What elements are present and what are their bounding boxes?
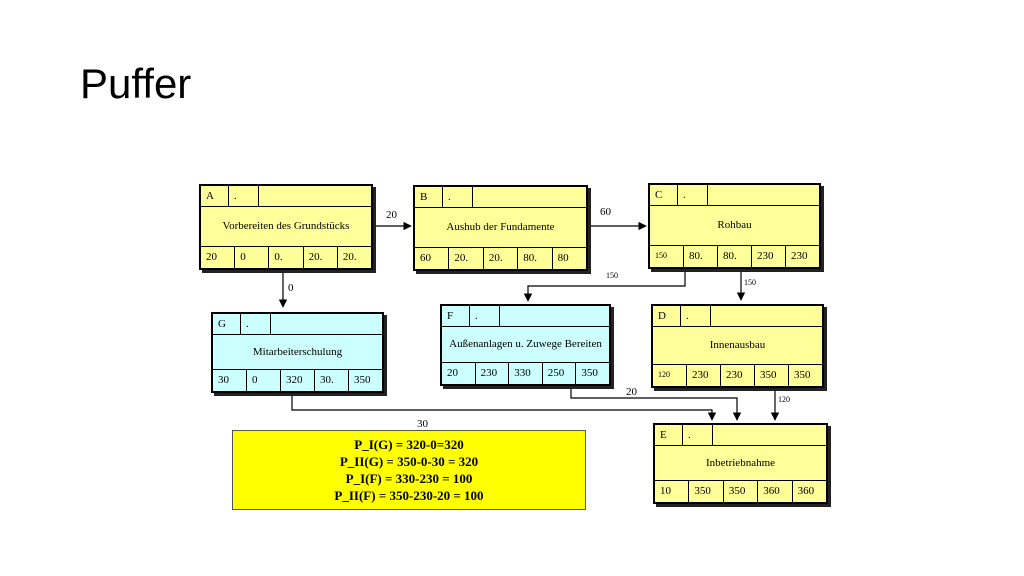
latest-finish: 20. <box>342 251 357 263</box>
node-mark: . <box>683 425 713 445</box>
node-name: Mitarbeiterschulung <box>252 345 343 358</box>
node-mark: . <box>229 186 259 206</box>
node-e: E . Inbetriebnahme 10 350 350 360 360 <box>653 423 828 504</box>
duration: 120 <box>653 365 687 386</box>
edge-label-d-e: 120 <box>778 395 790 404</box>
node-name: Inbetriebnahme <box>705 456 776 469</box>
latest-finish: 360 <box>797 485 815 497</box>
node-id: C <box>650 185 678 205</box>
node-mark: . <box>678 185 708 205</box>
earliest-finish: 20. <box>304 247 338 268</box>
earliest-finish: 250 <box>543 363 577 384</box>
note-line-pi-f: P_I(F) = 330-230 = 100 <box>345 471 473 486</box>
duration: 20 <box>442 363 476 384</box>
earliest-finish: 30. <box>315 370 349 391</box>
edge-label-a-g: 0 <box>288 282 294 294</box>
duration: 20 <box>201 247 236 268</box>
edge-f-e <box>570 386 742 421</box>
node-id: B <box>415 187 443 207</box>
earliest-start: 0 <box>247 370 281 391</box>
node-name: Vorbereiten des Grundstücks <box>222 220 350 232</box>
duration: 150 <box>650 246 684 267</box>
latest-start: 330 <box>509 363 543 384</box>
latest-start: 320 <box>281 370 315 391</box>
node-name: Außenanlagen u. Zuwege Bereiten <box>449 338 602 350</box>
latest-finish: 230 <box>791 250 808 262</box>
node-mark: . <box>241 314 271 334</box>
earliest-start: 230 <box>476 363 510 384</box>
earliest-start: 80. <box>684 246 718 267</box>
latest-start: 80. <box>718 246 752 267</box>
earliest-start: 0 <box>235 247 270 268</box>
node-mark: . <box>681 306 711 326</box>
latest-finish: 80 <box>557 252 569 264</box>
earliest-start: 20. <box>449 248 484 269</box>
edge-g-e <box>291 393 717 421</box>
earliest-finish: 80. <box>518 248 553 269</box>
edge-label-g-e: 30 <box>417 418 428 430</box>
node-id: D <box>653 306 681 326</box>
node-f: F . Außenanlagen u. Zuwege Bereiten 20 2… <box>440 304 611 386</box>
node-b: B . Aushub der Fundamente 60 20. 20. 80.… <box>413 185 588 271</box>
node-id: G <box>213 314 241 334</box>
edge-label-f-e: 20 <box>626 386 637 398</box>
note-line-pii-f: P_II(F) = 350-230-20 = 100 <box>334 488 484 503</box>
duration: 30 <box>213 370 247 391</box>
node-id: A <box>201 186 229 206</box>
latest-finish: 350 <box>794 369 811 381</box>
latest-start: 20. <box>484 248 519 269</box>
node-id: F <box>442 306 470 326</box>
note-line-pi-g: P_I(G) = 320-0=320 <box>354 437 464 452</box>
buffer-calculation-note: P_I(G) = 320-0=320 P_II(G) = 350-0-30 = … <box>232 430 586 510</box>
node-name: Rohbau <box>717 219 752 231</box>
node-mark: . <box>443 187 473 207</box>
node-c: C . Rohbau 150 80. 80. 230 230 <box>648 183 821 269</box>
latest-finish: 350 <box>581 367 598 379</box>
latest-finish: 350 <box>354 374 371 386</box>
earliest-start: 230 <box>687 365 721 386</box>
earliest-finish: 350 <box>755 365 789 386</box>
duration: 60 <box>415 248 450 269</box>
latest-start: 230 <box>721 365 755 386</box>
slide-title: Puffer <box>80 60 192 107</box>
node-id: E <box>655 425 683 445</box>
duration: 10 <box>655 481 690 502</box>
node-name: Aushub der Fundamente <box>446 221 555 233</box>
edge-c-f <box>523 270 686 302</box>
node-d: D . Innenausbau 120 230 230 350 350 <box>651 304 824 388</box>
latest-start: 0. <box>269 247 304 268</box>
node-g: G . Mitarbeiterschulung 30 0 320 30. 350 <box>211 312 384 393</box>
edge-label-b-c: 60 <box>600 206 611 218</box>
edge-label-c-d: 150 <box>744 278 756 287</box>
edge-label-a-b: 20 <box>386 209 397 221</box>
earliest-start: 350 <box>689 481 724 502</box>
edge-label-c-f: 150 <box>606 271 618 280</box>
note-line-pii-g: P_II(G) = 350-0-30 = 320 <box>339 454 479 469</box>
earliest-finish: 360 <box>758 481 793 502</box>
node-a: A . Vorbereiten des Grundstücks 20 0 0. … <box>199 184 373 270</box>
latest-start: 350 <box>724 481 759 502</box>
node-name: Innenausbau <box>709 339 766 351</box>
node-mark: . <box>470 306 500 326</box>
earliest-finish: 230 <box>752 246 786 267</box>
